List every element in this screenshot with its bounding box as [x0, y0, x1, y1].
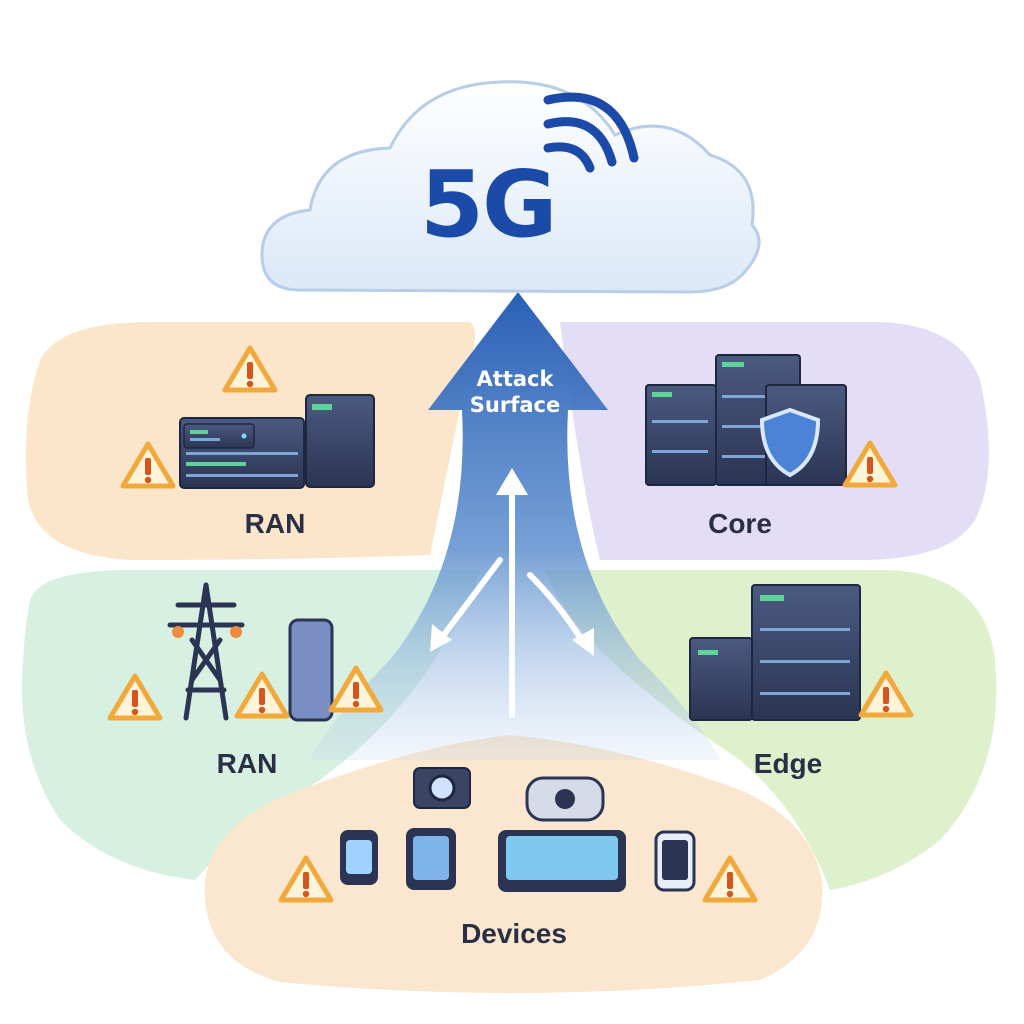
zone-label-ran-bottom: RAN: [216, 748, 278, 779]
robot-icon: [525, 776, 605, 822]
camera-icon: [413, 767, 471, 809]
shield-icon: [759, 407, 821, 478]
wifi-signal-icon: [543, 92, 639, 173]
phone-icon: [654, 830, 696, 892]
ran-bottom-zone: [21, 570, 481, 880]
server-rack-icon: [179, 394, 375, 489]
edge-zone: [545, 570, 997, 890]
tablet-icon: [498, 830, 626, 892]
zone-label-ran-top: RAN: [244, 508, 306, 539]
zone-label-devices: Devices: [461, 918, 567, 949]
zone-label-edge: Edge: [753, 748, 823, 779]
zone-label-core: Core: [708, 508, 772, 539]
attack-surface-line2: Surface: [469, 393, 561, 417]
transmission-tower-icon: [167, 582, 245, 721]
flow-arrows: [430, 468, 594, 718]
smartwatch-icon: [406, 828, 456, 890]
attack-surface-line1: Attack: [476, 367, 554, 391]
cloud-icon: [260, 80, 761, 294]
server-rack-icon: [689, 584, 861, 721]
brand-5g-label: 5G: [420, 151, 558, 258]
attack-surface-label: Attack Surface: [430, 366, 600, 418]
smartwatch-icon: [340, 830, 378, 885]
base-station-cabinet-icon: [288, 618, 334, 722]
